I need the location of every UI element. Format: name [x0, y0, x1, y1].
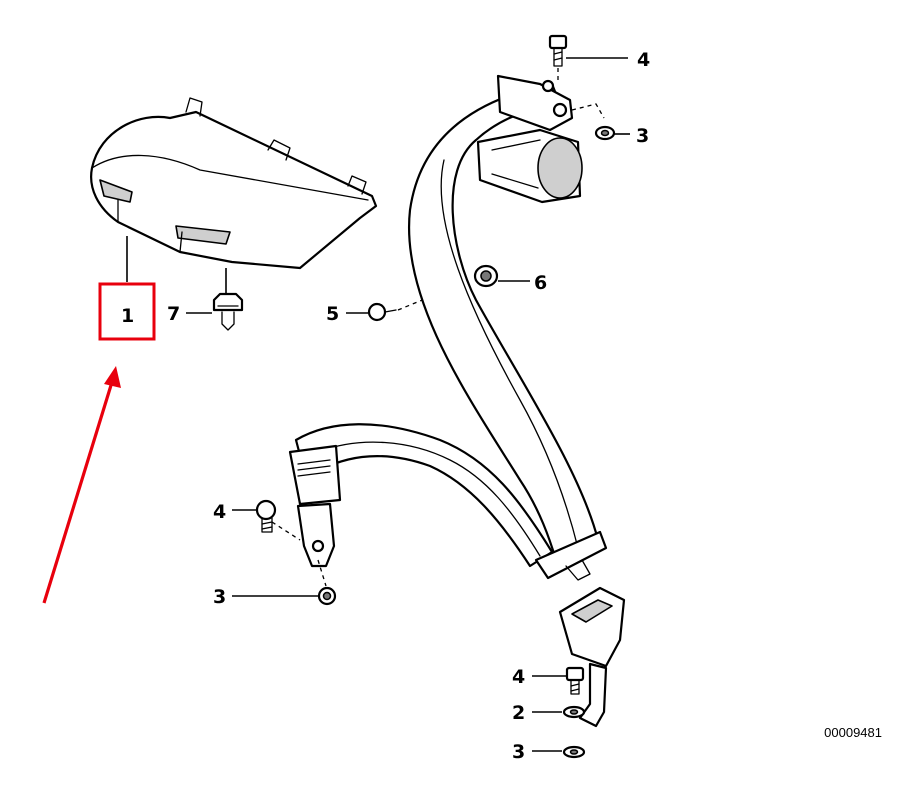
- washer-bottom-3: [562, 745, 586, 759]
- washer-mid: [317, 586, 337, 606]
- callout-1: 1: [121, 305, 134, 327]
- belt-webbing: [271, 82, 608, 587]
- pointer-arrow: [42, 366, 121, 604]
- washer-top: [594, 125, 616, 141]
- callout-3-bottom: 3: [512, 741, 525, 763]
- callout-4-top: 4: [637, 49, 650, 71]
- callout-6: 6: [534, 272, 547, 294]
- washer-bottom-2: [562, 705, 586, 719]
- callout-7: 7: [167, 303, 180, 325]
- leader-lines: [126, 57, 630, 752]
- retractor: [476, 74, 605, 204]
- bolt-top: [548, 34, 568, 84]
- bolt-bottom: [565, 666, 585, 695]
- bolt-part-5: [367, 295, 433, 322]
- callout-4-mid: 4: [213, 501, 226, 523]
- callout-3-mid: 3: [213, 586, 226, 608]
- buckle: [558, 586, 626, 728]
- highlight-box: [98, 282, 156, 341]
- clip-part-7: [212, 292, 244, 331]
- bolt-mid: [255, 499, 277, 533]
- callout-5: 5: [326, 303, 339, 325]
- callout-3-top: 3: [636, 125, 649, 147]
- document-number: 00009481: [824, 725, 882, 740]
- cover-panel: [90, 97, 378, 270]
- callout-2-bottom: 2: [512, 702, 525, 724]
- callout-4-bottom: 4: [512, 666, 525, 688]
